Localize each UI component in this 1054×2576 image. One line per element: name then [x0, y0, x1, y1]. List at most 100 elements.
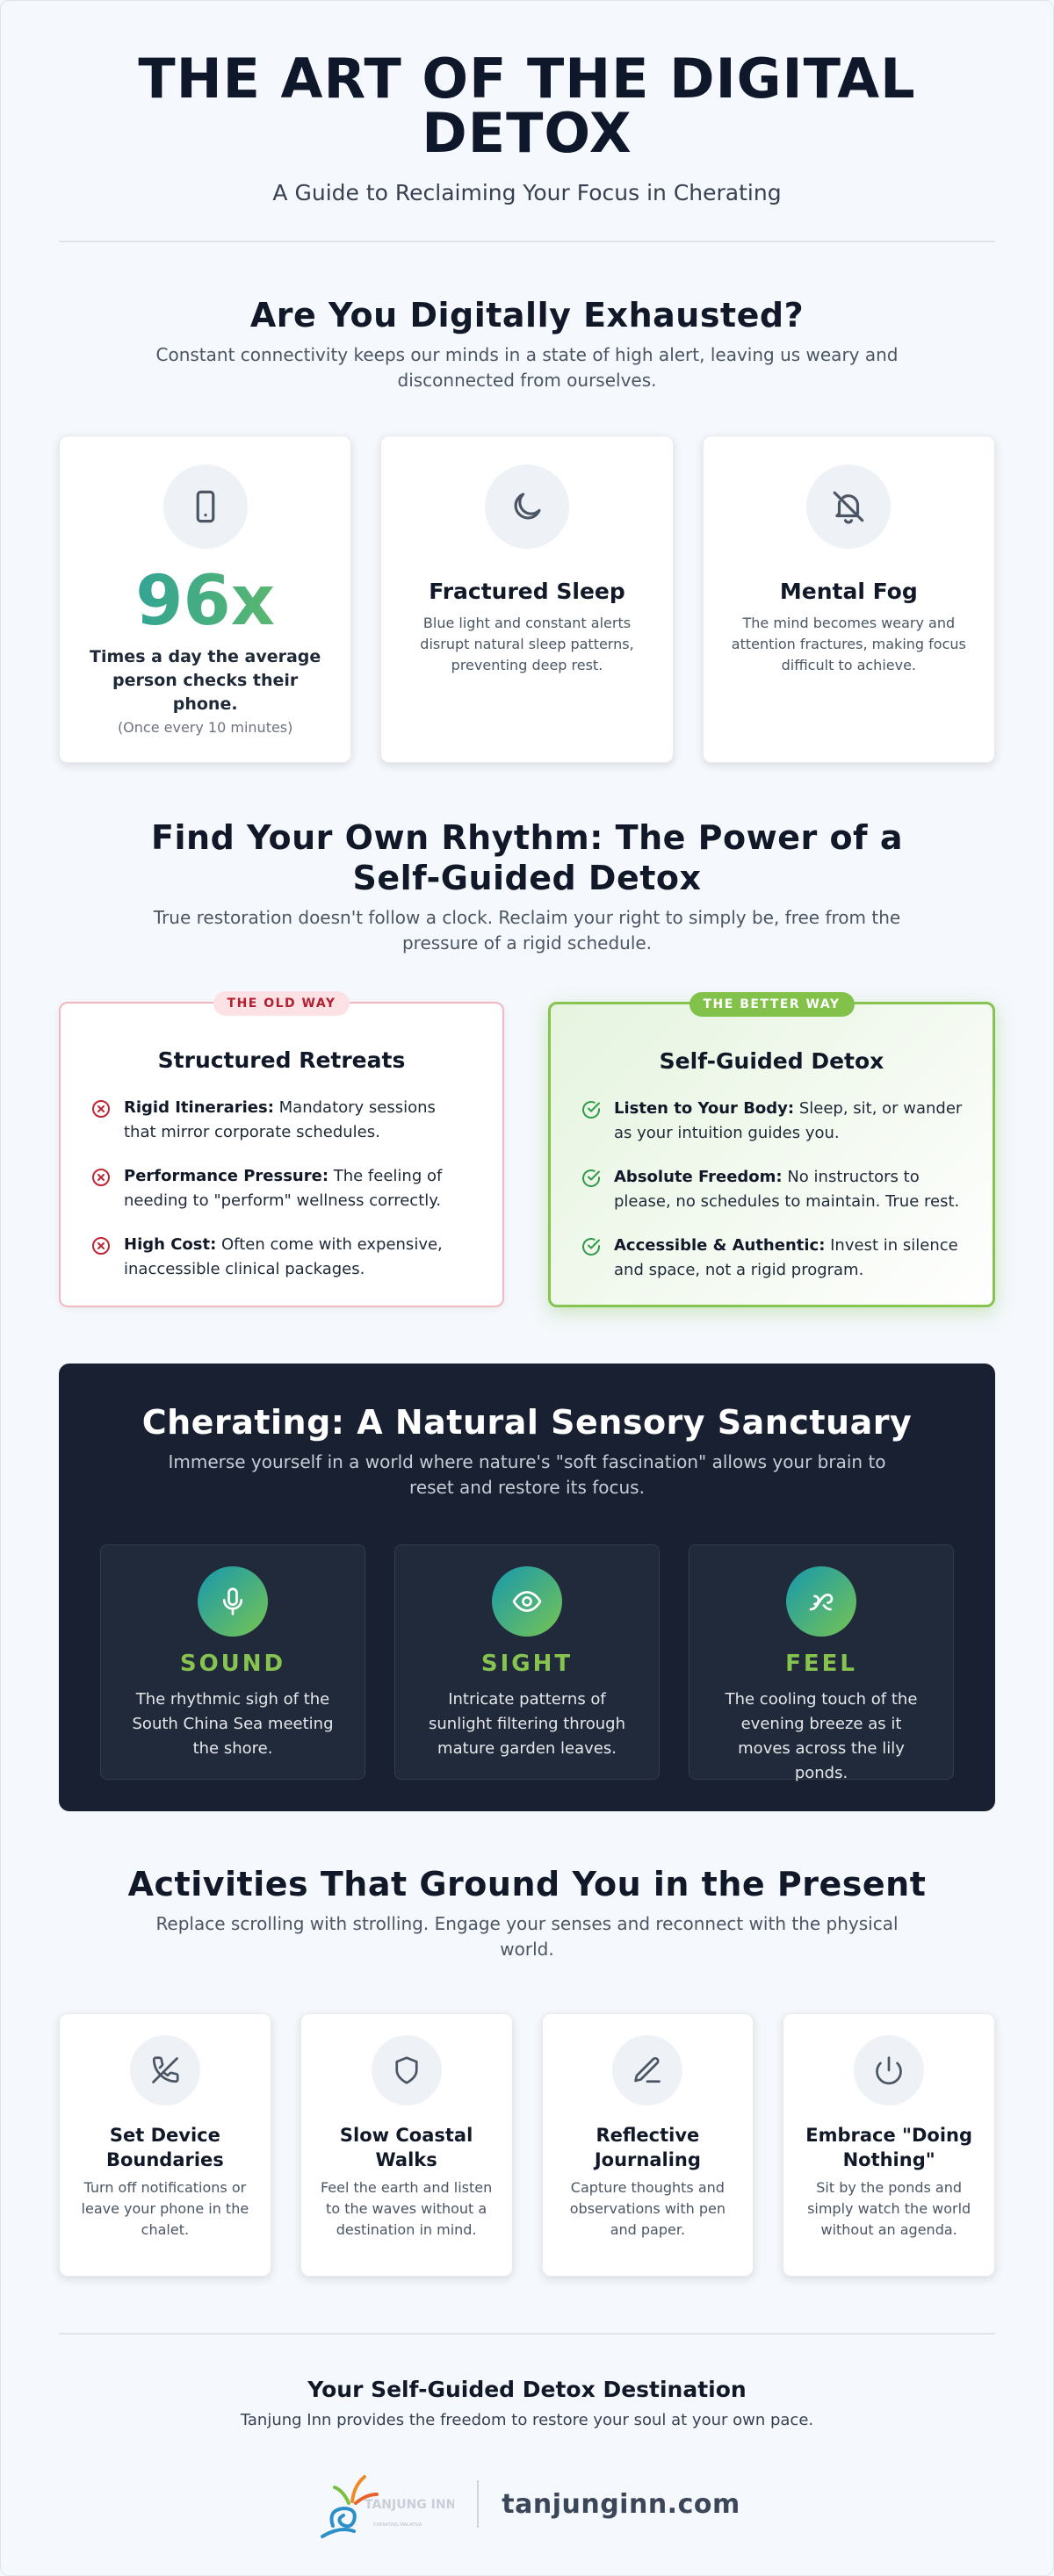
item-bold: Accessible & Authentic: — [614, 1236, 826, 1255]
activities-row: Set Device Boundaries Turn off notificat… — [59, 2013, 995, 2277]
activity-coastal-walks: Slow Coastal Walks Feel the earth and li… — [300, 2013, 513, 2277]
bell-off-icon — [806, 464, 892, 549]
item-text: Invest in silence and space, not a rigid… — [614, 1236, 958, 1279]
exhausted-description: Constant connectivity keeps our minds in… — [155, 344, 899, 391]
activities-section: Activities That Ground You in the Presen… — [59, 1811, 995, 2277]
exhausted-cards: 96x Times a day the average person check… — [59, 435, 995, 763]
sound-card: SOUND The rhythmic sigh of the South Chi… — [100, 1544, 365, 1780]
check-circle-icon — [582, 1169, 600, 1187]
moon-icon — [484, 464, 569, 549]
activity-doing-nothing: Embrace "Doing Nothing" Sit by the ponds… — [783, 2013, 995, 2277]
activity-device-boundaries: Set Device Boundaries Turn off notificat… — [59, 2013, 271, 2277]
list-item: Absolute Freedom: No instructors to plea… — [581, 1165, 963, 1214]
tanjung-inn-logo: TANJUNG INN CHERATING MALAYSIA — [321, 2475, 454, 2538]
feel-card: FEEL The cooling touch of the evening br… — [689, 1544, 954, 1782]
phone-off-icon — [129, 2035, 200, 2105]
item-text: Mandatory sessions that mirror corporate… — [124, 1098, 436, 1141]
item-bold: Rigid Itineraries: — [124, 1098, 274, 1117]
exhausted-title: Are You Digitally Exhausted? — [249, 296, 805, 335]
activity-title: Reflective Journaling — [594, 2125, 701, 2170]
sanctuary-description: Immerse yourself in a world where nature… — [168, 1451, 886, 1498]
footer-text: Tanjung Inn provides the freedom to rest… — [240, 2411, 814, 2429]
list-item: Listen to Your Body: Sleep, sit, or wand… — [581, 1097, 963, 1146]
fractured-sleep-text: Blue light and constant alerts disrupt n… — [420, 615, 634, 673]
footer-divider — [59, 2333, 995, 2335]
better-way-list: Listen to Your Body: Sleep, sit, or wand… — [581, 1097, 963, 1283]
sight-card: SIGHT Intricate patterns of sunlight fil… — [394, 1544, 660, 1780]
hero-header: THE ART OF THE DIGITAL DETOX A Guide to … — [59, 1, 995, 206]
activity-text: Sit by the ponds and simply watch the wo… — [807, 2179, 971, 2238]
activities-description: Replace scrolling with strolling. Engage… — [155, 1913, 899, 1960]
phone-checks-stat: 96x — [60, 565, 350, 638]
item-text: The feeling of needing to "perform" well… — [124, 1167, 443, 1210]
mental-fog-card: Mental Fog The mind becomes weary and at… — [702, 435, 995, 763]
brand-separator — [477, 2480, 480, 2528]
page-title: THE ART OF THE DIGITAL DETOX — [138, 47, 916, 165]
pen-icon — [612, 2035, 683, 2105]
senses-row: SOUND The rhythmic sigh of the South Chi… — [100, 1544, 954, 1782]
header-divider — [59, 241, 995, 242]
better-way-card: THE BETTER WAY Self-Guided Detox Listen … — [548, 992, 995, 1307]
x-circle-icon — [92, 1169, 110, 1186]
microphone-icon — [198, 1566, 268, 1637]
activity-text: Feel the earth and listen to the waves w… — [320, 2179, 493, 2238]
phone-checks-card: 96x Times a day the average person check… — [59, 435, 352, 763]
brand-row: TANJUNG INN CHERATING MALAYSIA tanjungin… — [59, 2464, 995, 2544]
phone-checks-label: Times a day the average person checks th… — [90, 647, 321, 714]
rhythm-description: True restoration doesn't follow a clock.… — [153, 907, 901, 953]
activities-title: Activities That Ground You in the Presen… — [127, 1865, 927, 1903]
activity-title: Set Device Boundaries — [105, 2125, 224, 2170]
sight-label: SIGHT — [480, 1651, 574, 1677]
old-way-card: THE OLD WAY Structured Retreats Rigid It… — [59, 991, 504, 1307]
better-way-badge: THE BETTER WAY — [689, 992, 855, 1017]
exhausted-section: Are You Digitally Exhausted? Constant co… — [59, 242, 995, 763]
check-circle-icon — [582, 1101, 600, 1119]
x-circle-icon — [92, 1237, 110, 1255]
page-subtitle: A Guide to Reclaiming Your Focus in Cher… — [272, 180, 782, 205]
sanctuary-title: Cherating: A Natural Sensory Sanctuary — [141, 1403, 913, 1442]
item-text: No instructors to please, no schedules t… — [614, 1168, 960, 1211]
power-icon — [854, 2035, 925, 2105]
svg-text:TANJUNG INN: TANJUNG INN — [365, 2498, 454, 2512]
rhythm-title: Find Your Own Rhythm: The Power of a Sel… — [151, 818, 903, 897]
phone-icon — [162, 464, 248, 549]
item-bold: Absolute Freedom: — [614, 1168, 783, 1186]
sound-text: The rhythmic sigh of the South China Sea… — [132, 1690, 334, 1758]
wind-icon — [786, 1566, 856, 1637]
footer: Your Self-Guided Detox Destination Tanju… — [59, 2335, 995, 2544]
fractured-sleep-card: Fractured Sleep Blue light and constant … — [380, 435, 674, 763]
better-way-title: Self-Guided Detox — [659, 1048, 884, 1074]
shield-icon — [371, 2035, 442, 2105]
old-way-badge: THE OLD WAY — [213, 991, 350, 1016]
activity-text: Turn off notifications or leave your pho… — [81, 2179, 249, 2238]
activity-title: Slow Coastal Walks — [339, 2125, 473, 2170]
list-item: High Cost: Often come with expensive, in… — [90, 1233, 473, 1282]
item-text: Sleep, sit, or wander as your intuition … — [614, 1099, 963, 1142]
footer-title: Your Self-Guided Detox Destination — [307, 2377, 747, 2402]
feel-text: The cooling touch of the evening breeze … — [725, 1690, 918, 1782]
activity-text: Capture thoughts and observations with p… — [569, 2179, 726, 2238]
mental-fog-text: The mind becomes weary and attention fra… — [731, 615, 966, 673]
mental-fog-title: Mental Fog — [779, 579, 918, 604]
list-item: Rigid Itineraries: Mandatory sessions th… — [90, 1096, 473, 1145]
item-text: Often come with expensive, inaccessible … — [124, 1235, 443, 1278]
old-way-title: Structured Retreats — [157, 1047, 406, 1073]
check-circle-icon — [582, 1238, 600, 1256]
fractured-sleep-title: Fractured Sleep — [429, 579, 625, 604]
sight-text: Intricate patterns of sunlight filtering… — [429, 1690, 625, 1758]
x-circle-icon — [92, 1100, 110, 1118]
list-item: Performance Pressure: The feeling of nee… — [90, 1164, 473, 1213]
activity-title: Embrace "Doing Nothing" — [805, 2125, 973, 2170]
comparison-row: THE OLD WAY Structured Retreats Rigid It… — [59, 991, 995, 1307]
svg-text:CHERATING MALAYSIA: CHERATING MALAYSIA — [373, 2522, 422, 2528]
feel-label: FEEL — [785, 1651, 857, 1677]
item-bold: High Cost: — [124, 1235, 217, 1254]
old-way-list: Rigid Itineraries: Mandatory sessions th… — [90, 1096, 473, 1282]
sound-label: SOUND — [179, 1651, 286, 1677]
website-link[interactable]: tanjunginn.com — [502, 2488, 740, 2520]
item-bold: Performance Pressure: — [124, 1167, 329, 1185]
activity-journaling: Reflective Journaling Capture thoughts a… — [541, 2013, 754, 2277]
sanctuary-section: Cherating: A Natural Sensory Sanctuary I… — [59, 1364, 995, 1811]
item-bold: Listen to Your Body: — [614, 1099, 795, 1118]
list-item: Accessible & Authentic: Invest in silenc… — [581, 1234, 963, 1283]
